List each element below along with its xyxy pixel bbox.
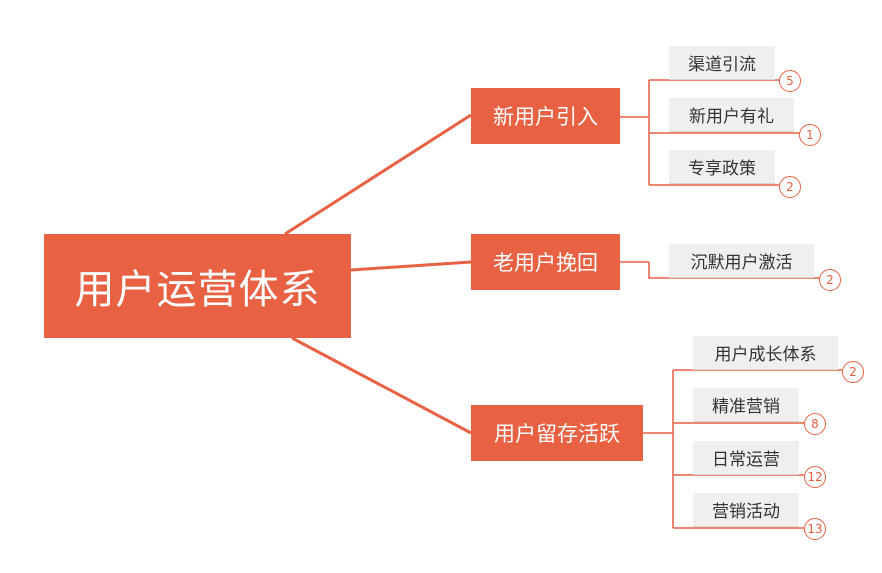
count-badge: 8 [804, 413, 826, 435]
root-topic[interactable]: 用户运营体系 [44, 234, 351, 338]
leaf-topic-gift[interactable]: 新用户有礼 [669, 98, 794, 132]
branch-topic-old-user[interactable]: 老用户挽回 [471, 234, 620, 290]
connector-root-branch-3 [291, 336, 472, 435]
branch-topic-new-user[interactable]: 新用户引入 [471, 88, 620, 144]
leaf-topic-channel[interactable]: 渠道引流 [669, 46, 775, 80]
connector-root-branch-2 [350, 260, 472, 272]
count-badge: 12 [804, 466, 826, 488]
count-badge: 5 [779, 70, 801, 92]
branch-topic-retention[interactable]: 用户留存活跃 [471, 405, 643, 461]
count-badge: 1 [799, 124, 821, 146]
leaf-topic-daily-ops[interactable]: 日常运营 [693, 441, 799, 475]
leaf-topic-reactivate[interactable]: 沉默用户激活 [669, 244, 814, 278]
connector-root-branch-1 [284, 113, 472, 236]
leaf-topic-campaigns[interactable]: 营销活动 [693, 493, 799, 527]
leaf-topic-policy[interactable]: 专享政策 [669, 150, 775, 184]
count-badge: 13 [804, 518, 826, 540]
count-badge: 2 [779, 176, 801, 198]
count-badge: 2 [842, 361, 864, 383]
count-badge: 2 [819, 269, 841, 291]
leaf-topic-growth-system[interactable]: 用户成长体系 [693, 336, 838, 370]
underline-leaf-2-1 [648, 262, 820, 279]
leaf-topic-precision-marketing[interactable]: 精准营销 [693, 388, 799, 422]
